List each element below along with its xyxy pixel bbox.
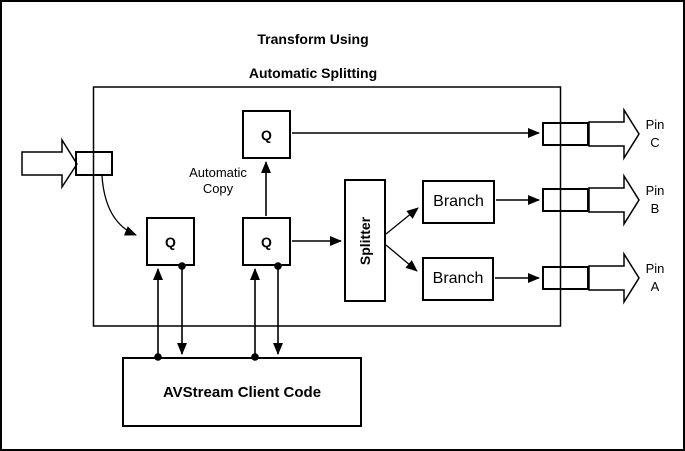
diagram-title-line2: Automatic Splitting [248, 65, 378, 81]
filter-boundary [92, 86, 562, 327]
diagram-title-line1: Transform Using [257, 31, 369, 47]
automatic-copy-line1: Automatic [189, 165, 247, 180]
automatic-copy-line2: Copy [202, 181, 234, 196]
pin-a-label: Pin A [634, 260, 676, 296]
pin-a-frame-box [542, 266, 589, 290]
arrow-splitter-to-branch-bottom [385, 244, 418, 272]
input-arrow-icon [21, 137, 78, 190]
pin-a-label-line2: A [650, 279, 660, 294]
pin-c-label: Pin C [634, 116, 676, 152]
branch-box-top: Branch [422, 180, 495, 224]
client-code-label: AVStream Client Code [162, 383, 322, 401]
queue-label: Q [165, 233, 176, 250]
branch-label: Branch [433, 193, 484, 210]
queue-label: Q [261, 233, 272, 250]
pin-c-frame-box [542, 122, 589, 146]
input-connection-box [75, 151, 113, 176]
branch-label: Branch [432, 270, 484, 287]
queue-box-left: Q [146, 217, 195, 266]
pin-c-label-line2: C [650, 135, 660, 150]
queue-label: Q [261, 126, 272, 143]
arrow-input-to-queue [101, 175, 137, 236]
pin-b-frame-box [542, 188, 589, 212]
pin-b-label-line1: Pin [645, 183, 665, 198]
splitter-box: Splitter [344, 179, 386, 302]
pin-b-arrow-icon [588, 173, 640, 227]
pin-a-arrow-icon [588, 251, 640, 305]
pin-c-arrow-icon [588, 107, 640, 161]
branch-box-bottom: Branch [422, 257, 494, 301]
automatic-copy-label: Automatic Copy [168, 165, 268, 197]
pin-a-label-line1: Pin [645, 261, 665, 276]
queue-box-right: Q [242, 217, 291, 266]
pin-b-label: Pin B [634, 182, 676, 218]
splitter-label: Splitter [357, 216, 374, 265]
client-code-box: AVStream Client Code [122, 357, 362, 427]
diagram-title: Transform Using Automatic Splitting [133, 14, 493, 99]
arrow-splitter-to-branch-top [385, 207, 419, 235]
pin-c-label-line1: Pin [645, 117, 665, 132]
queue-box-upper: Q [242, 110, 291, 159]
pin-b-label-line2: B [650, 201, 660, 216]
